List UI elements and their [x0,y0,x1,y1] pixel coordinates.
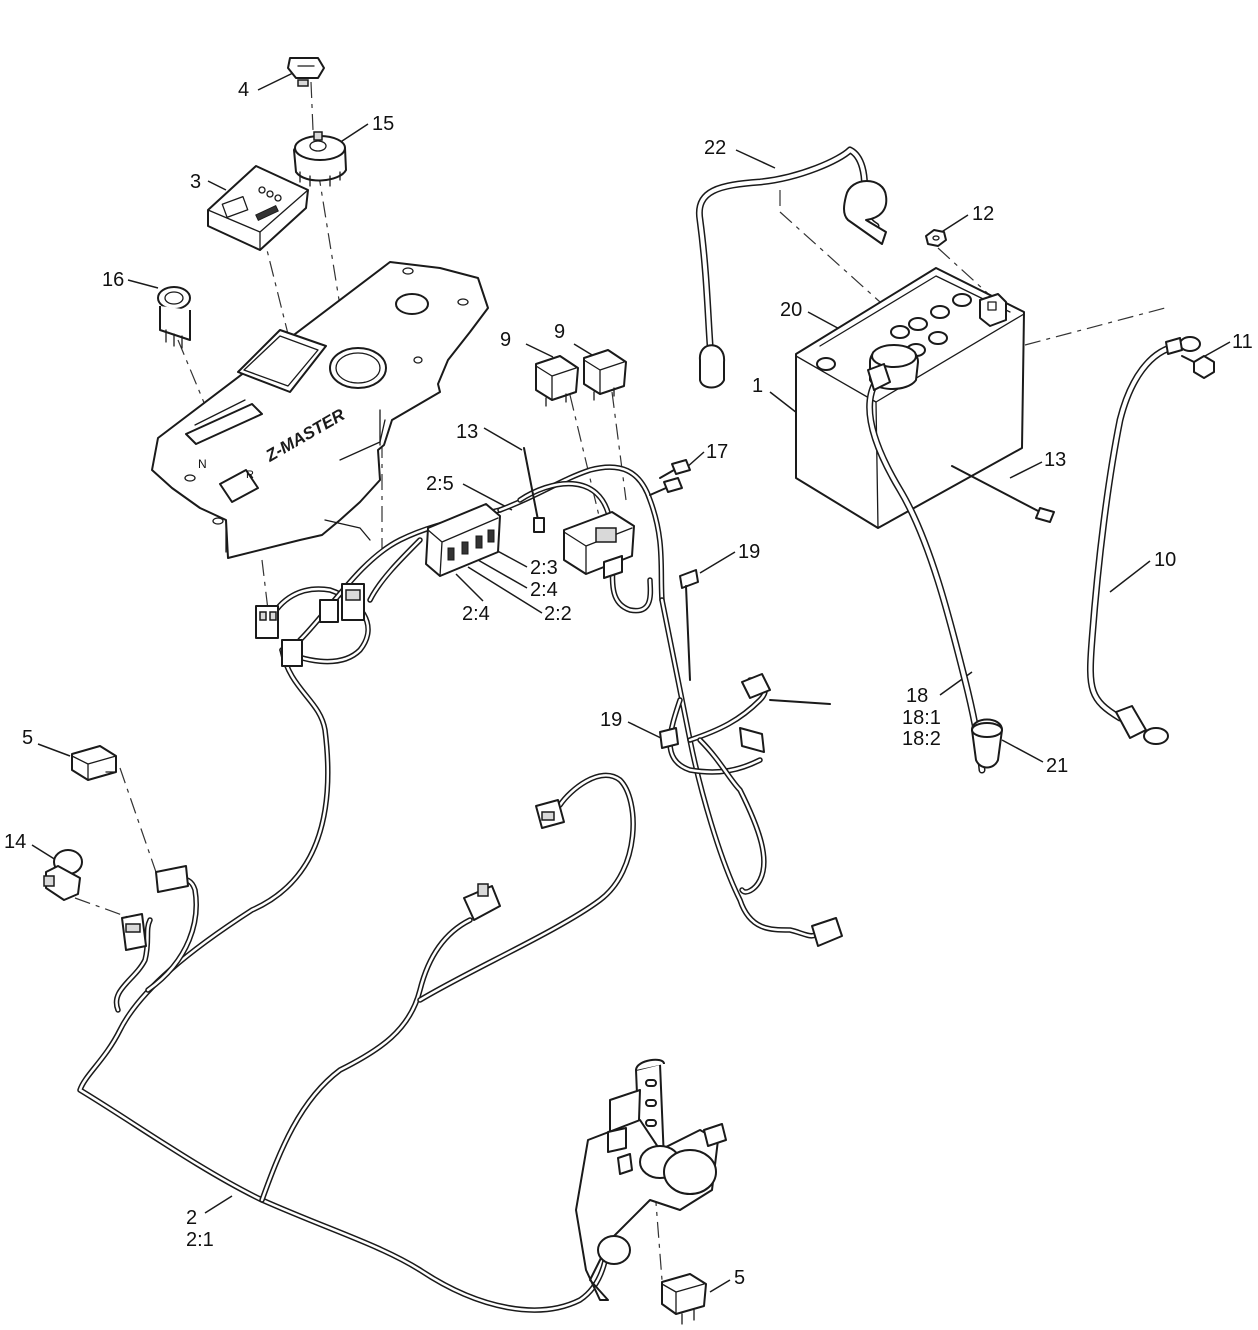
ignition-switch [293,131,347,187]
callout-5-upper: 5 [22,727,33,749]
callout-9-left: 9 [500,329,511,351]
callout-2-4-left: 2:4 [462,603,490,625]
callout-labels: 4 15 3 16 22 12 20 11 1 9 9 13 13 17 2:5… [4,79,1253,1289]
bolt [1181,355,1215,379]
callout-20: 20 [780,299,802,321]
callout-9-right: 9 [554,321,565,343]
panel-connectors [255,583,365,667]
callout-22: 22 [704,137,726,159]
callout-13-harness: 13 [456,421,478,443]
callout-21: 21 [1046,755,1068,777]
relay-socket-connector [563,511,635,579]
callout-2: 2 [186,1207,197,1229]
battery [795,267,1025,529]
callout-17: 17 [706,441,728,463]
callout-18-2: 18:2 [902,728,941,750]
callout-11: 11 [1232,331,1253,353]
brake-switch [661,1273,707,1325]
positive-battery-cable [866,363,1003,774]
callout-2-2: 2:2 [544,603,572,625]
callout-16: 16 [102,269,124,291]
harness-connectors-lower [121,799,843,951]
callout-5-lower: 5 [734,1267,745,1289]
callout-14: 14 [4,831,26,853]
control-panel: Z-MASTER N R [151,261,489,559]
panel-marking-r: R [246,469,254,481]
battery-hold-down-rod [695,146,888,389]
panel-marking-n: N [198,457,207,471]
cable-tie-battery [951,465,1055,523]
nut [925,229,947,247]
callout-19-upper: 19 [738,541,760,563]
power-socket [157,286,191,349]
main-wire-harness [77,464,818,1313]
callout-2-5: 2:5 [426,473,454,495]
callout-19-lower: 19 [600,709,622,731]
pto-switch [43,849,83,901]
callout-18: 18 [906,685,928,707]
park-brake-lever-assembly [575,1058,727,1301]
screws [649,459,691,496]
callout-4: 4 [238,79,249,101]
cable-tie-harness [523,447,545,533]
ignition-key [287,57,325,87]
relay-right [583,349,627,401]
negative-battery-cable [1086,336,1201,745]
callout-13-battery: 13 [1044,449,1066,471]
callout-2-4-right: 2:4 [530,579,558,601]
harness-ties [659,569,831,753]
callout-15: 15 [372,113,394,135]
callout-1: 1 [752,375,763,397]
callout-12: 12 [972,203,994,225]
relay-left [535,355,579,407]
callout-3: 3 [190,171,201,193]
callout-2-1: 2:1 [186,1229,214,1251]
fuse-block [425,503,501,577]
callout-18-1: 18:1 [902,707,941,729]
callout-10: 10 [1154,549,1176,571]
hour-meter [207,165,309,251]
seat-switch [71,745,117,781]
callout-2-3: 2:3 [530,557,558,579]
